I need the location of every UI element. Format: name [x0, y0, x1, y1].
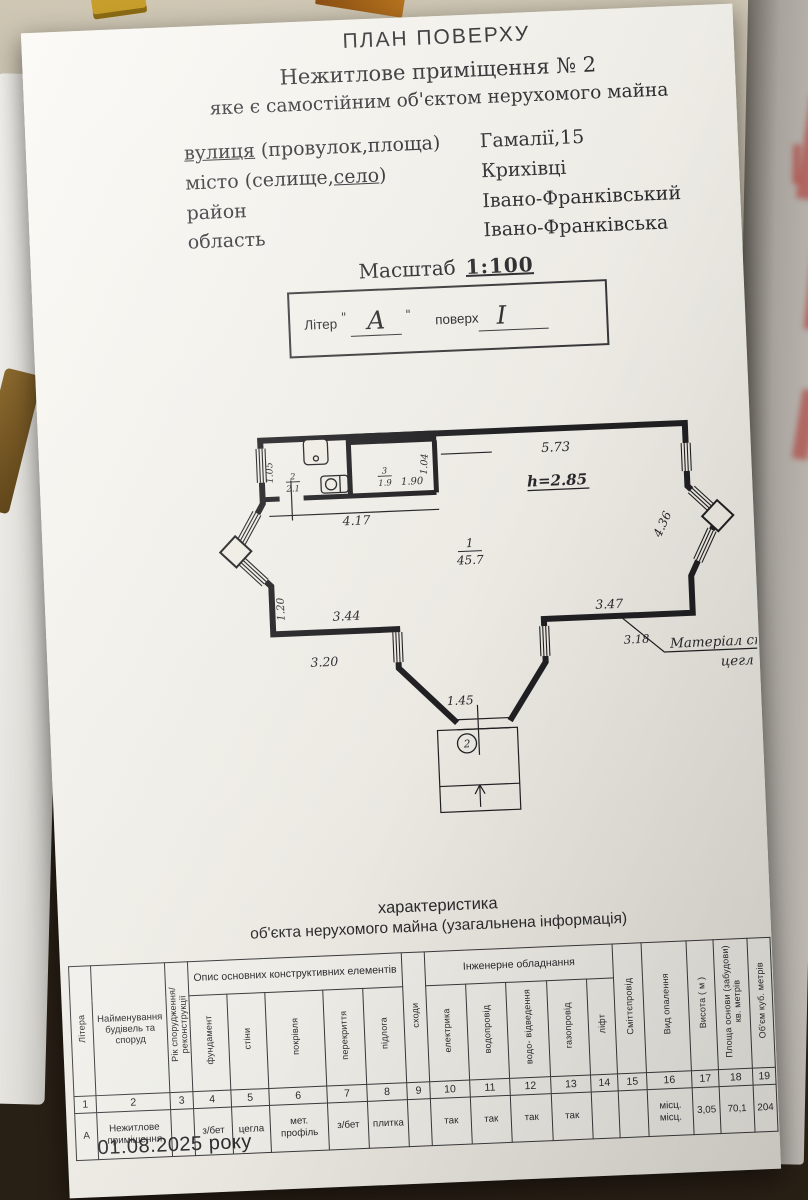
- th-foundation: фундамент: [188, 994, 231, 1092]
- val-electricity: так: [430, 1097, 473, 1146]
- material-note-line1: Матеріал ст: [669, 632, 765, 652]
- material-note-line2: цегл: [720, 652, 753, 669]
- city-value: Крихівці: [480, 156, 567, 183]
- th-gas: газопровід: [546, 979, 591, 1077]
- entrance-marker-circle: [456, 733, 478, 754]
- room3-label: 3 1.9: [377, 466, 393, 489]
- red-stamp-fragment: [792, 144, 802, 185]
- val-roof: мет. профіль: [269, 1103, 330, 1153]
- val-ceiling: з/бет: [327, 1101, 370, 1150]
- svg-text:3: 3: [382, 466, 388, 476]
- dim-right-inner: 3.47: [595, 596, 623, 612]
- region-label: область: [187, 228, 266, 254]
- th-roof: покрівля: [264, 990, 327, 1089]
- dim-top: 5.73: [541, 440, 571, 456]
- th-water-supply: водопровід: [465, 982, 510, 1081]
- th-sewerage: водо- відведення: [505, 980, 551, 1079]
- dim-room3-right: 1.04: [419, 453, 431, 475]
- corner-window-block-left: [218, 534, 253, 569]
- dim-room2-left: 1.05: [264, 462, 276, 484]
- scale-value: 1:100: [465, 252, 535, 279]
- th-floor: підлога: [362, 986, 407, 1085]
- floor-label: поверх: [434, 310, 479, 327]
- corner-window-block-right: [700, 498, 735, 533]
- floor-plan-svg: 5.73 h=2.85 4.36 1.05 1.04 1.90 4.17 1.2…: [218, 419, 765, 814]
- scale-label: Масштаб: [358, 255, 457, 284]
- svg-text:2: 2: [289, 472, 296, 482]
- val-base-area: 70,1: [719, 1085, 756, 1134]
- red-stamp-fragment: [791, 388, 808, 461]
- dim-left-vert: 1.20: [275, 597, 288, 621]
- address-block: вулиця (провулок,площа) Гамалії,15 місто…: [146, 120, 740, 264]
- val-sewerage: так: [510, 1093, 554, 1143]
- floor-value: I: [477, 301, 549, 332]
- val-garbage-chute: [618, 1089, 650, 1138]
- liter-box: Літер " А " поверх I: [286, 279, 610, 359]
- svg-text:1: 1: [466, 536, 474, 550]
- th-name: Найменування будівель та споруд: [90, 962, 170, 1096]
- room2-label: 2 2.1: [285, 472, 300, 495]
- th-walls: стіни: [226, 992, 269, 1091]
- val-floor: плитка: [367, 1099, 410, 1149]
- street-value: Гамалії,15: [479, 125, 585, 153]
- dim-left-inner: 3.44: [332, 608, 360, 624]
- document-header: ПЛАН ПОВЕРХУ Нежитлове приміщення № 2 як…: [141, 14, 734, 123]
- liter-label: Літер: [304, 315, 338, 333]
- red-stamp-fragment: [803, 244, 808, 331]
- room1-label: 1 45.7: [456, 536, 485, 568]
- th-heating: Вид опалення: [641, 940, 692, 1073]
- th-ceiling: перекриття: [322, 988, 367, 1087]
- val-heating: місц. місц.: [647, 1087, 695, 1137]
- svg-text:2.1: 2.1: [285, 484, 300, 495]
- sink-icon: [302, 438, 329, 466]
- street-label: вулиця (провулок,площа): [183, 131, 441, 165]
- liter-value: А: [350, 306, 403, 337]
- district-label: район: [186, 199, 248, 225]
- dim-entrance: 1.45: [447, 693, 474, 708]
- region-value: Івано-Франківська: [483, 211, 669, 242]
- window-hatches: [236, 442, 719, 663]
- val-volume: 204: [753, 1084, 779, 1133]
- th-elevator: ліфт: [586, 977, 618, 1075]
- dim-left-outer: 3.20: [310, 654, 338, 670]
- district-value: Івано-Франківський: [481, 181, 682, 212]
- porch: [436, 726, 522, 814]
- plan-walls: [218, 419, 758, 814]
- entrance-number: 2: [462, 738, 470, 750]
- val-water-supply: так: [470, 1095, 513, 1144]
- height-note: h=2.85: [527, 470, 588, 490]
- characteristics-table: Літера Найменування будівель та споруд Р…: [68, 936, 779, 1162]
- toilet-icon: [320, 474, 349, 494]
- val-litera: А: [74, 1112, 99, 1161]
- document-page: ПЛАН ПОВЕРХУ Нежитлове приміщення № 2 як…: [20, 3, 782, 1199]
- svg-text:45.7: 45.7: [456, 552, 485, 567]
- th-volume: Об'єм куб. метрів: [746, 937, 776, 1069]
- val-elevator: [591, 1090, 621, 1139]
- dim-rooms-width: 4.17: [341, 512, 370, 528]
- val-height: 3,05: [692, 1086, 722, 1135]
- th-base-area: Площа основи (забудови) кв. метрів: [713, 938, 753, 1070]
- city-label: місто (селище,село): [184, 164, 387, 195]
- dim-room3-width: 1.90: [401, 476, 424, 488]
- dim-right-diag: 4.36: [650, 509, 674, 540]
- th-electricity: електрика: [425, 984, 470, 1082]
- svg-text:1.9: 1.9: [378, 478, 393, 489]
- val-gas: так: [551, 1091, 594, 1141]
- dim-right-outer: 3.18: [624, 632, 650, 647]
- val-stairs: [407, 1098, 433, 1147]
